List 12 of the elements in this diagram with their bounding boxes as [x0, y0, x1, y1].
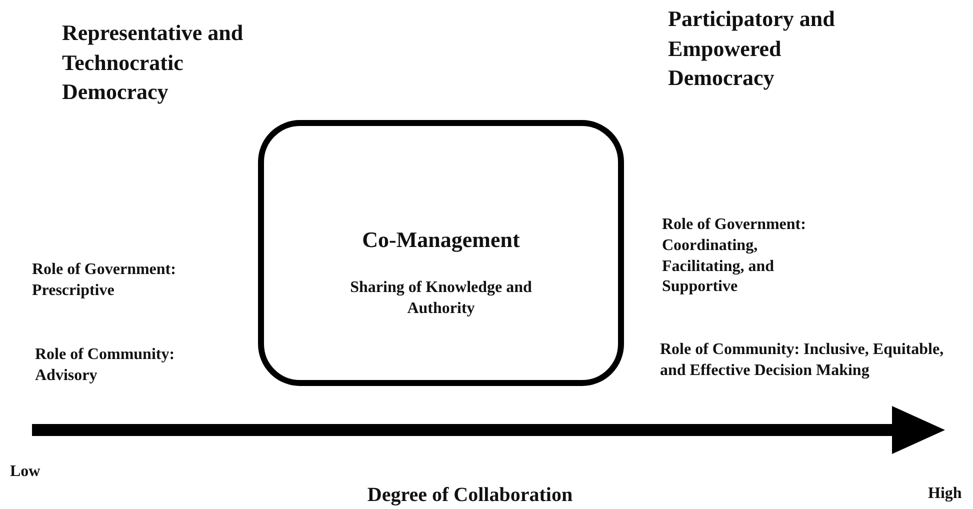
rounded-box [258, 120, 624, 386]
axis-label: High [928, 484, 963, 504]
axis-title: Degree of Collaboration [366, 483, 574, 508]
box-heading: Co-Management [361, 226, 521, 254]
axis-label: Low [10, 462, 42, 482]
heading: Participatory and Empowered Democracy [668, 5, 836, 92]
box-text: Sharing of Knowledge and Authority [349, 278, 533, 319]
role-text: Role of Community: Inclusive, Equitable, and Effective Decision Making [660, 340, 945, 381]
role-text: Role of Government: Coordinating, Facilitating, and Supportive [662, 215, 807, 298]
heading: Representative and Technocratic Democracy [62, 19, 244, 106]
role-text: Role of Community: Advisory [35, 345, 176, 386]
role-text: Role of Government: Prescriptive [32, 260, 177, 301]
